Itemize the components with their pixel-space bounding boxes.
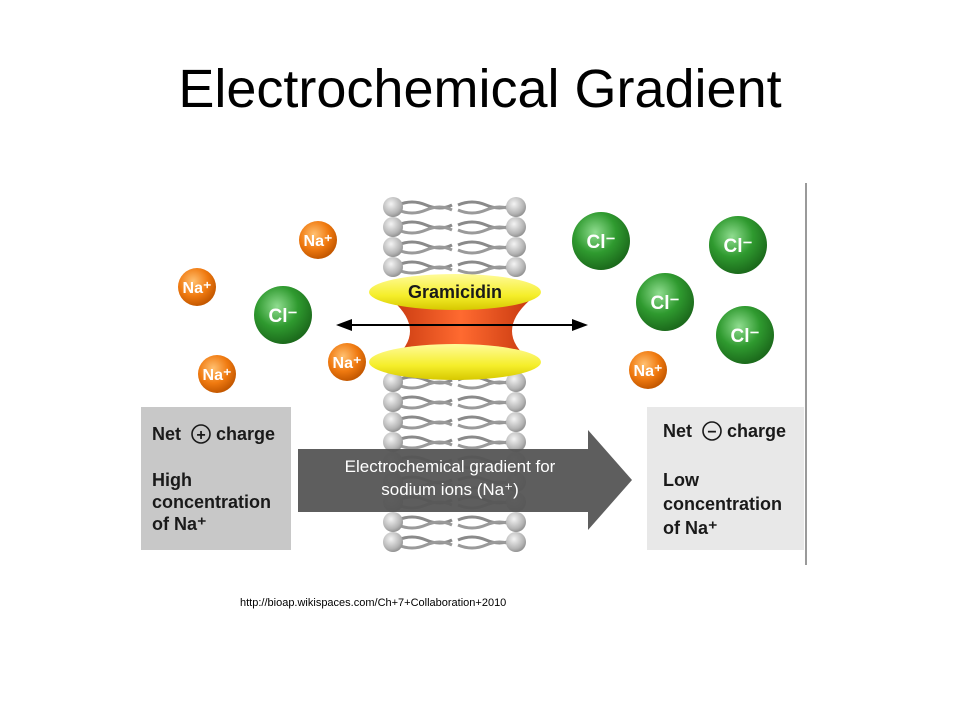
lipid-head <box>506 197 526 217</box>
lipid-head <box>506 432 526 452</box>
lipid-head <box>506 412 526 432</box>
chloride-ion <box>572 212 630 270</box>
sodium-ion <box>198 355 236 393</box>
plus-sign-circle <box>191 424 211 444</box>
lipid-head <box>506 257 526 277</box>
left-sign: + <box>196 427 205 444</box>
lipid-head <box>383 257 403 277</box>
lipid-head <box>506 217 526 237</box>
lipid-tail <box>397 400 453 410</box>
chloride-ion <box>716 306 774 364</box>
gradient-arrow: Electrochemical gradient for sodium ions… <box>298 430 632 530</box>
lipid-tail <box>457 440 513 450</box>
lipid-head <box>383 532 403 552</box>
lipid-tail <box>457 400 513 410</box>
lipid-tail <box>457 380 513 390</box>
channel-label: Gramicidin <box>408 282 502 302</box>
lipid-tail <box>457 520 513 530</box>
left-charge-word: charge <box>216 424 275 444</box>
lipid-tail <box>397 380 453 390</box>
channel-bottom-cap <box>369 344 541 380</box>
lipid-tail <box>457 205 513 215</box>
chloride-ion-label: Cl⁻ <box>586 232 615 253</box>
sodium-ion <box>178 268 216 306</box>
chloride-ion-label: Cl⁻ <box>650 293 679 314</box>
gramicidin-channel: Gramicidin <box>336 274 588 380</box>
channel-top-cap <box>369 274 541 310</box>
lipid-tail <box>397 245 453 255</box>
lipid-head <box>506 237 526 257</box>
sodium-ion-label: Na⁺ <box>333 355 362 372</box>
right-net-word: Net <box>663 421 692 441</box>
right-charge-word: charge <box>727 421 786 441</box>
chloride-ion-label: Cl⁻ <box>730 326 759 347</box>
chloride-ion <box>709 216 767 274</box>
lipid-head <box>383 237 403 257</box>
gradient-arrow-line1: Electrochemical gradient for <box>345 457 556 476</box>
lipid-tail <box>457 265 513 275</box>
sodium-ion-label: Na⁺ <box>304 233 333 250</box>
lipid-head <box>383 217 403 237</box>
chloride-ion <box>254 286 312 344</box>
lipid-head <box>383 432 403 452</box>
right-line1: Low <box>663 470 700 490</box>
flow-arrowhead-left <box>336 319 352 331</box>
sodium-ion-label: Na⁺ <box>183 280 212 297</box>
lipid-tail <box>457 245 513 255</box>
sodium-ion-label: Na⁺ <box>634 363 663 380</box>
lipid-head <box>383 512 403 532</box>
minus-sign-circle <box>702 421 722 441</box>
lipid-head <box>383 392 403 412</box>
lipid-head <box>383 197 403 217</box>
flow-arrowhead-right <box>572 319 588 331</box>
lipid-tail <box>397 225 453 235</box>
lipid-head <box>506 512 526 532</box>
lipid-tail <box>457 540 513 550</box>
lipid-tail <box>397 265 453 275</box>
right-line3: of Na⁺ <box>663 518 718 538</box>
lipid-head <box>506 392 526 412</box>
left-charge-box: Net + charge High concentration of Na⁺ <box>141 407 291 550</box>
left-line1: High <box>152 470 192 490</box>
lipid-head <box>383 372 403 392</box>
lipid-tail <box>397 440 453 450</box>
lipid-tail <box>397 540 453 550</box>
channel-core <box>392 300 530 360</box>
sodium-ion <box>629 351 667 389</box>
lipid-tail <box>397 420 453 430</box>
right-charge-box: Net − charge Low concentration of Na⁺ <box>647 407 804 550</box>
right-line2: concentration <box>663 494 782 514</box>
left-net-word: Net <box>152 424 181 444</box>
lipid-head <box>506 372 526 392</box>
right-sign: − <box>707 424 716 441</box>
gradient-arrow-line2: sodium ions (Na⁺) <box>381 480 518 499</box>
lipid-tail <box>397 205 453 215</box>
slide-title: Electrochemical Gradient <box>178 59 782 119</box>
chloride-ion-label: Cl⁻ <box>723 236 752 257</box>
source-url: http://bioap.wikispaces.com/Ch+7+Collabo… <box>240 597 507 609</box>
chloride-ion-label: Cl⁻ <box>268 306 297 327</box>
sodium-ion <box>328 343 366 381</box>
lipid-head <box>383 412 403 432</box>
sodium-ion-label: Na⁺ <box>203 367 232 384</box>
sodium-ion <box>299 221 337 259</box>
ions: Na⁺ Na⁺ Na⁺ Na⁺ Na⁺ Cl⁻ Cl⁻ Cl⁻ Cl⁻ Cl⁻ <box>178 212 774 393</box>
chloride-ion <box>636 273 694 331</box>
left-line3: of Na⁺ <box>152 514 207 534</box>
lipid-tail <box>457 225 513 235</box>
lipid-head <box>506 532 526 552</box>
lipid-tail <box>397 520 453 530</box>
left-line2: concentration <box>152 492 271 512</box>
lipid-tail <box>457 420 513 430</box>
